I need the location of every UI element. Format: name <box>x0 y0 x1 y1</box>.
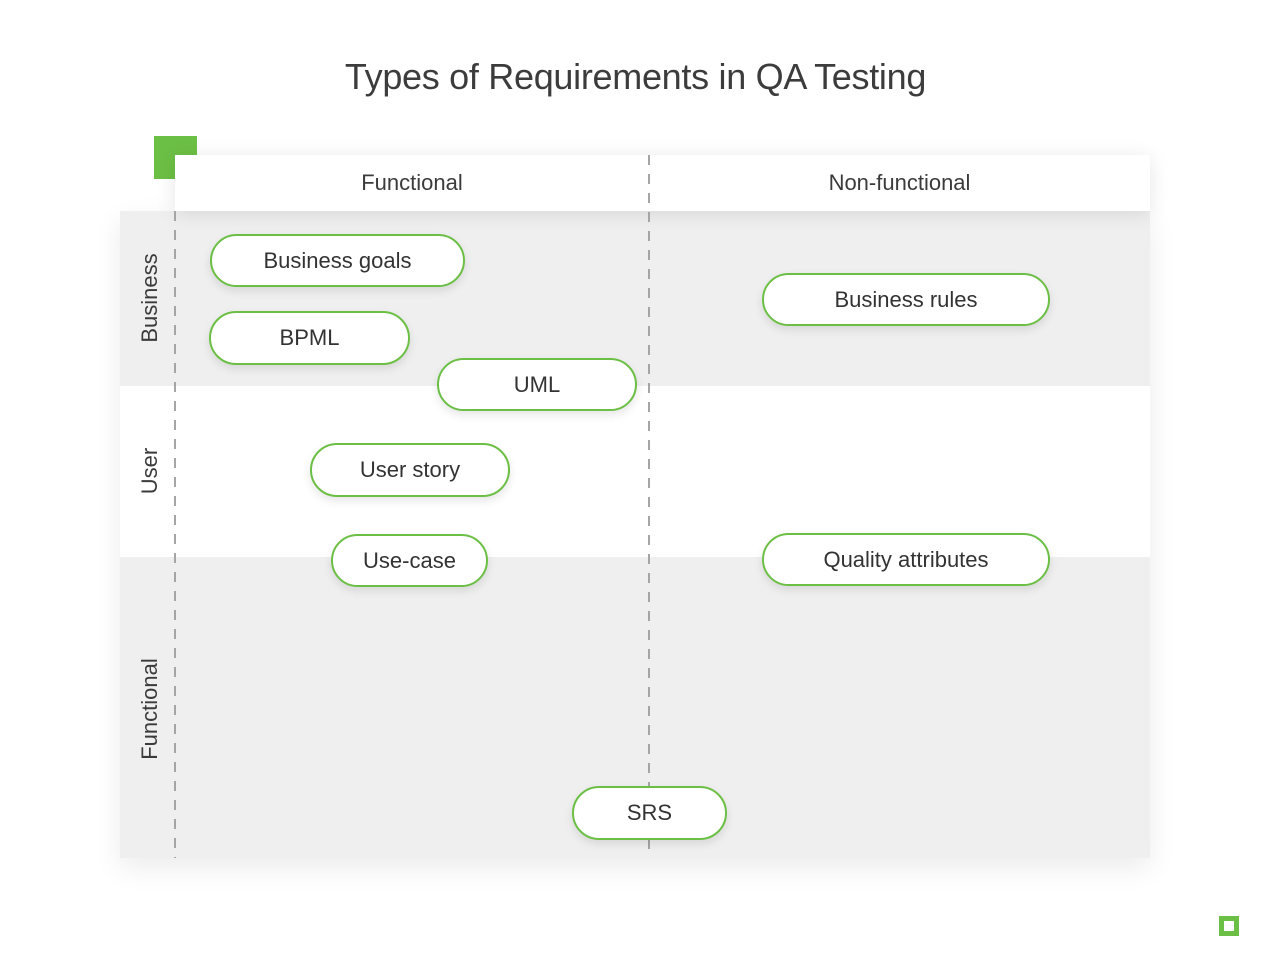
pill-quality-attributes: Quality attributes <box>762 533 1050 586</box>
pill-business-rules: Business rules <box>762 273 1050 326</box>
column-header-non-functional: Non-functional <box>828 170 971 195</box>
row-label-divider-dashed-line <box>174 211 176 858</box>
pill-business-goals: Business goals <box>210 234 465 287</box>
row-label-functional: Functional <box>137 658 162 760</box>
pill-use-case: Use-case <box>331 534 488 587</box>
pill-uml: UML <box>437 358 637 411</box>
pill-srs: SRS <box>572 786 727 840</box>
column-header-functional: Functional <box>361 170 463 195</box>
page-title: Types of Requirements in QA Testing <box>344 56 927 97</box>
row-user <box>120 386 1150 557</box>
pill-user-story: User story <box>310 443 510 497</box>
column-header-bar: Functional Non-functional <box>175 155 1150 211</box>
pill-bpml: BPML <box>209 311 410 365</box>
row-label-business: Business <box>137 253 162 343</box>
outlined-square-logo-icon <box>1219 916 1239 936</box>
row-label-user: User <box>137 447 162 495</box>
column-divider-dashed-line <box>648 155 650 858</box>
